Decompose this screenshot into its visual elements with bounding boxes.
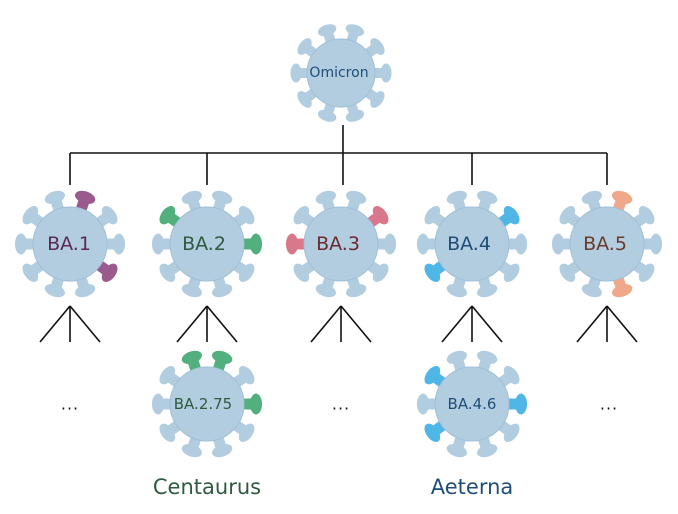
virus-ba4 <box>416 190 528 298</box>
nickname-aeterna: Aeterna <box>430 475 514 499</box>
descendants-ba2 <box>176 305 238 343</box>
branch-label-ba5: BA.5 <box>583 233 627 255</box>
virus-ba5 <box>551 190 663 298</box>
descendants-ba5 <box>576 305 638 343</box>
virus-ba275 <box>151 350 263 458</box>
virus-ba46 <box>416 350 528 458</box>
virus-ba2 <box>151 190 263 298</box>
descendants-ba1 <box>39 305 101 343</box>
virus-ba3 <box>285 190 397 298</box>
branch-label-ba3: BA.3 <box>316 233 360 255</box>
ellipsis-ba5: ... <box>599 394 619 414</box>
nickname-centaurus: Centaurus <box>152 475 262 499</box>
sublineage-label-ba275: BA.2.75 <box>173 395 233 413</box>
virus-ba1 <box>14 190 126 298</box>
branch-label-ba1: BA.1 <box>47 233 91 255</box>
descendants-ba3 <box>310 305 372 343</box>
branch-label-ba4: BA.4 <box>447 233 491 255</box>
branch-label-ba2: BA.2 <box>182 233 226 255</box>
ellipsis-ba3: ... <box>331 394 351 414</box>
ellipsis-ba1: ... <box>60 394 80 414</box>
root-label: Omicron <box>309 65 369 81</box>
sublineage-label-ba46: BA.4.6 <box>447 395 497 413</box>
descendants-ba4 <box>441 305 503 343</box>
virus-root-omicron <box>290 24 392 122</box>
